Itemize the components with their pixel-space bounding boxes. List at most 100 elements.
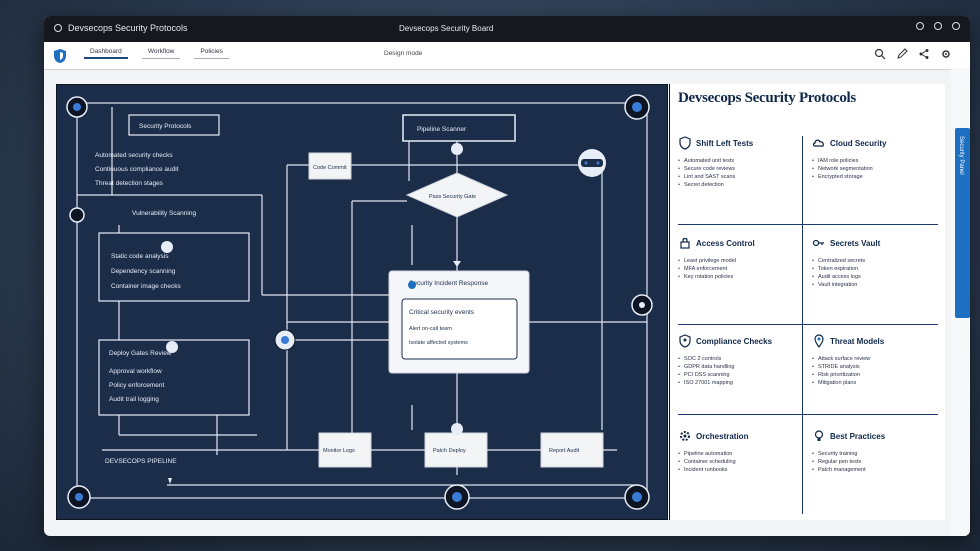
section-cloud-security[interactable]: Cloud Security IAM role policiesNetwork … <box>812 136 940 231</box>
svg-text:Critical security events: Critical security events <box>409 309 475 316</box>
pipeline-scanner-box[interactable]: Pipeline Scanner <box>402 114 516 142</box>
security-gate-diamond[interactable]: Pass Security Gate <box>405 172 509 218</box>
row-divider <box>678 324 938 325</box>
list-item: MFA enforcement <box>678 265 806 273</box>
list-item: Token expiration <box>812 265 940 273</box>
search-icon[interactable] <box>874 48 886 60</box>
svg-text:Continuous compliance audit: Continuous compliance audit <box>95 166 179 173</box>
list-item: Lint and SAST scans <box>678 173 806 181</box>
title-center-label: Devsecops Security Board <box>399 24 494 33</box>
monitor-logs-box[interactable]: Monitor Logs <box>318 432 372 468</box>
node-bottom-center-icon <box>444 484 470 510</box>
list-item: Risk prioritization <box>812 371 940 379</box>
node-mid-right-icon <box>631 294 653 316</box>
node-center-left-icon <box>274 329 296 351</box>
tab-dashboard[interactable]: Dashboard <box>84 46 128 59</box>
patch-deploy-box[interactable]: Patch Deploy <box>424 432 488 468</box>
list-item: Key rotation policies <box>678 273 806 281</box>
list-item: Vault integration <box>812 281 940 289</box>
list-item: ISO 27001 mapping <box>678 379 806 387</box>
node-bottom-left-icon <box>67 485 91 509</box>
title-right-controls <box>916 22 960 30</box>
list-item: PCI DSS scanning <box>678 371 806 379</box>
section-title: Access Control <box>696 238 755 248</box>
list-item: Pipeline automation <box>678 450 806 458</box>
deploy-gates-panel[interactable]: Deploy Gates Review Approval workflow Po… <box>98 339 250 416</box>
share-icon[interactable] <box>918 48 930 60</box>
corner-node-icons[interactable] <box>66 94 653 510</box>
shield-logo-icon[interactable] <box>52 48 68 64</box>
node-left-mid-icon <box>69 207 85 223</box>
maximize-icon[interactable] <box>934 22 942 30</box>
side-panel-tab-label: Security Panel <box>958 136 964 175</box>
section-access-control[interactable]: Access Control Least privilege modelMFA … <box>678 236 806 331</box>
section-threat-models[interactable]: Threat Models Attack surface reviewSTRID… <box>812 334 940 429</box>
window-control-icon[interactable] <box>54 24 62 32</box>
vulnerability-panel[interactable]: Vulnerability Scanning Static code analy… <box>98 210 250 302</box>
pen-icon[interactable] <box>896 48 908 60</box>
tool-icons <box>874 48 952 60</box>
tab-policies[interactable]: Policies <box>194 46 229 59</box>
mode-label: Design mode <box>384 50 423 57</box>
list-item: Security training <box>812 450 940 458</box>
list-item: IAM role policies <box>812 157 940 165</box>
list-item: Secret detection <box>678 181 806 189</box>
title-left: Devsecops Security Protocols <box>54 23 188 33</box>
svg-text:Audit trail logging: Audit trail logging <box>109 396 159 403</box>
svg-text:Static code analysis: Static code analysis <box>111 253 169 260</box>
svg-text:Security Incident Response: Security Incident Response <box>409 280 489 287</box>
column-divider <box>802 136 803 514</box>
svg-text:Threat detection stages: Threat detection stages <box>95 180 164 187</box>
svg-text:Container image checks: Container image checks <box>111 283 181 290</box>
location-icon <box>814 334 824 348</box>
svg-text:Patch Deploy: Patch Deploy <box>433 448 466 454</box>
incident-response-card[interactable]: Security Incident Response Critical secu… <box>388 270 530 374</box>
diagram-canvas[interactable]: Security Protocols Pipeline Scanner Code… <box>56 84 668 520</box>
list-item: Encrypted storage <box>812 173 940 181</box>
bulb-icon <box>814 430 824 441</box>
section-orchestration[interactable]: Orchestration Pipeline automationContain… <box>678 429 806 524</box>
list-item: Automated unit tests <box>678 157 806 165</box>
cloud-icon <box>812 139 824 147</box>
side-panel-tab[interactable]: Security Panel <box>955 128 970 318</box>
list-item: Patch management <box>812 466 940 474</box>
section-secrets-vault[interactable]: Secrets Vault Centralized secretsToken e… <box>812 236 940 331</box>
section-title: Shift Left Tests <box>696 138 754 148</box>
app-window: Devsecops Security Protocols Devsecops S… <box>44 16 970 536</box>
list-item: Container scheduling <box>678 458 806 466</box>
node-top-left-icon <box>66 96 88 118</box>
svg-text:Vulnerability Scanning: Vulnerability Scanning <box>132 210 196 217</box>
list-item: Network segmentation <box>812 165 940 173</box>
settings-icon[interactable] <box>940 48 952 60</box>
svg-text:Pass Security Gate: Pass Security Gate <box>429 194 476 200</box>
list-item: STRIDE analysis <box>812 363 940 371</box>
close-icon[interactable] <box>952 22 960 30</box>
toolbar: Dashboard Workflow Policies Design mode <box>44 42 970 70</box>
tab-workflow[interactable]: Workflow <box>141 46 181 59</box>
lock-node-icons <box>161 143 463 435</box>
section-title: Cloud Security <box>830 138 887 148</box>
list-item: Audit access logs <box>812 273 940 281</box>
svg-text:Approval workflow: Approval workflow <box>109 368 162 375</box>
node-top-right-icon <box>624 94 650 120</box>
shield-icon <box>679 136 691 150</box>
top-left-box[interactable]: Security Protocols <box>128 114 220 136</box>
minimize-icon[interactable] <box>916 22 924 30</box>
svg-text:Report Audit: Report Audit <box>549 448 580 454</box>
svg-text:Automated security checks: Automated security checks <box>95 152 173 159</box>
section-best-practices[interactable]: Best Practices Security trainingRegular … <box>812 429 940 524</box>
list-item: Mitigation plans <box>812 379 940 387</box>
svg-text:Policy enforcement: Policy enforcement <box>109 382 164 389</box>
section-title: Secrets Vault <box>830 238 881 248</box>
list-item: GDPR data handling <box>678 363 806 371</box>
code-commit-box[interactable]: Code Commit <box>308 152 352 180</box>
protocols-panel: Devsecops Security Protocols Shift Left … <box>669 84 945 520</box>
key-icon <box>812 239 824 247</box>
svg-text:Pipeline Scanner: Pipeline Scanner <box>417 126 467 133</box>
list-item: Incident runbooks <box>678 466 806 474</box>
report-audit-box[interactable]: Report Audit <box>540 432 604 468</box>
section-compliance-checks[interactable]: Compliance Checks SOC 2 controlsGDPR dat… <box>678 334 806 429</box>
tab-bar: Dashboard Workflow Policies <box>84 46 229 59</box>
svg-text:Dependency scanning: Dependency scanning <box>111 268 176 275</box>
section-shift-left-tests[interactable]: Shift Left Tests Automated unit testsSec… <box>678 136 806 231</box>
